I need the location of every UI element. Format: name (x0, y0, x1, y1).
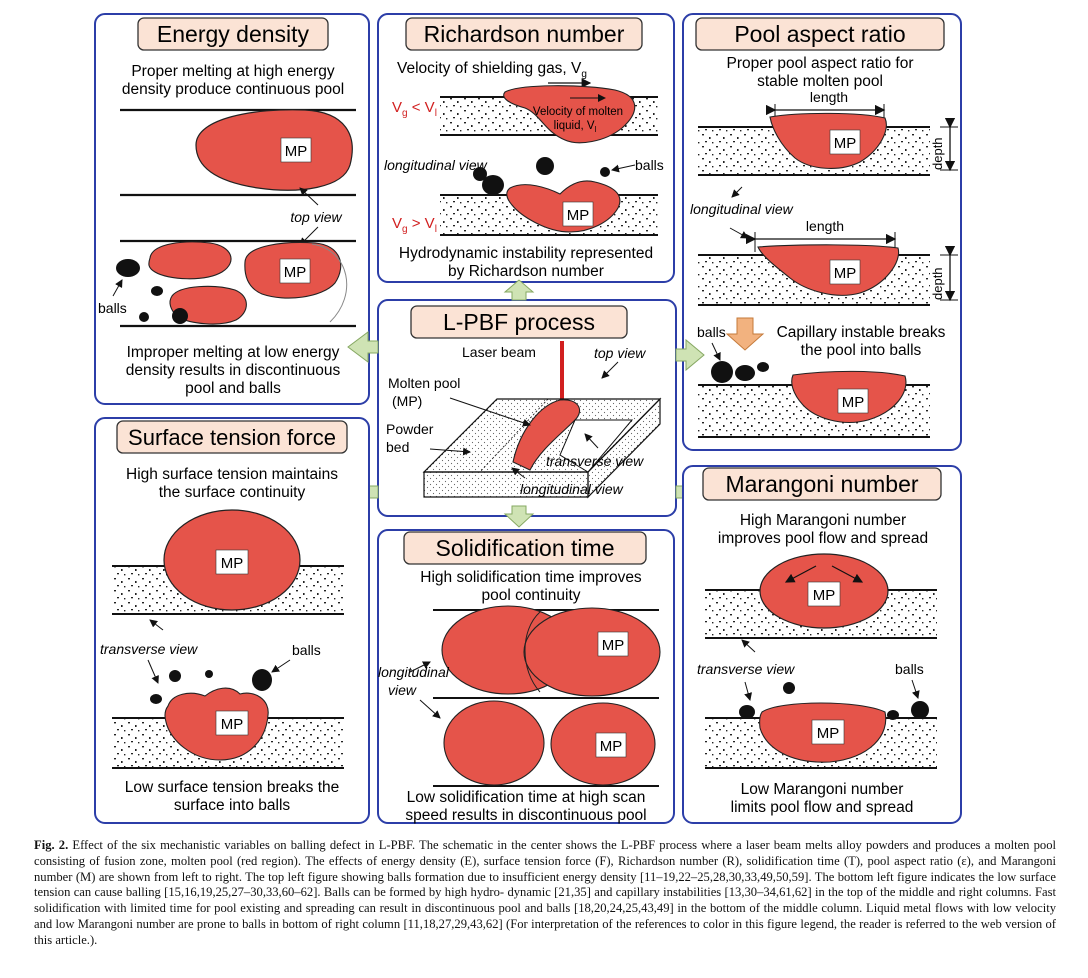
laser-beam (560, 341, 564, 401)
marangoni-balls-label: balls (895, 661, 924, 677)
figure-caption: Fig. 2. Effect of the six mechanistic va… (34, 838, 1056, 949)
panel-solidification-time: Solidification time High solidification … (377, 529, 675, 824)
panel-surface-tension: Surface tension force High surface tensi… (94, 417, 370, 824)
richardson-bottom-text-1: Hydrodynamic instability represented (399, 245, 653, 262)
caption-line-2: produces a molten pool consisting of fus… (34, 838, 1056, 868)
marangoni-mp-label-1: MP (813, 587, 836, 604)
shielding-gas-label: Velocity of shielding gas, Vg (397, 60, 587, 80)
surface-balls-label: balls (292, 642, 321, 658)
aspect-mp-label-1: MP (834, 135, 857, 152)
surface-mp-label-2: MP (221, 716, 244, 733)
solid-bottom-text-2: speed results in discontinuous pool (405, 807, 646, 824)
aspect-capillary-1: Capillary instable breaks (777, 324, 946, 341)
marangoni-top-text-2: improves pool flow and spread (718, 530, 928, 547)
balling-mechanisms-figure: Energy density Proper melting at high en… (94, 13, 962, 824)
energy-balls-label: balls (98, 300, 127, 316)
aspect-longitudinal-label: longitudinal view (690, 201, 794, 217)
solid-top-text-1: High solidification time improves (420, 569, 642, 586)
aspect-length-label-1: length (810, 89, 848, 105)
caption-line-4: [11–19,22–25,28,30,33,49,50,59]. The bot… (34, 869, 1056, 900)
caption-line-1: Effect of the six mechanistic variables … (72, 838, 931, 852)
solid-longitudinal-label-2: view (388, 682, 417, 698)
molten-liquid-velocity-1: Velocity of molten (533, 106, 623, 118)
richardson-balls-label: balls (635, 157, 664, 173)
surface-bottom-text-1: Low surface tension breaks the (125, 779, 340, 796)
richardson-cond-1: Vg < Vl (392, 99, 437, 119)
caption-label: Fig. 2. (34, 838, 69, 852)
energy-top-text-2: density produce continuous pool (122, 81, 344, 98)
aspect-balls-label: balls (697, 324, 726, 340)
panel-marangoni-number: Marangoni number High Marangoni number i… (682, 465, 962, 824)
caption-line-3: time (T), pool aspect ratio (ε), and Mar… (34, 853, 1057, 884)
solid-longitudinal-label-1: longitudinal (378, 664, 450, 680)
aspect-depth-label-2: depth (930, 267, 945, 300)
richardson-mp-label: MP (567, 207, 590, 224)
molten-pool-label-2: (MP) (392, 393, 422, 409)
aspect-title: Pool aspect ratio (734, 21, 905, 47)
energy-top-view-label: top view (290, 209, 342, 225)
richardson-title: Richardson number (424, 21, 625, 47)
solid-top-text-2: pool continuity (481, 587, 580, 604)
richardson-bottom-text-2: by Richardson number (448, 263, 604, 280)
energy-top-text-1: Proper melting at high energy (131, 63, 335, 80)
lpbf-longitudinal-label: longitudinal view (520, 481, 624, 497)
powder-bed-label-1: Powder (386, 421, 434, 437)
energy-title: Energy density (157, 21, 310, 47)
molten-liquid-velocity-2: liquid, Vl (554, 120, 597, 134)
aspect-mp-label-2: MP (834, 265, 857, 282)
powder-bed-label-2: bed (386, 439, 409, 455)
solid-mp-label-2: MP (600, 738, 623, 755)
surface-top-text-2: the surface continuity (159, 484, 306, 501)
energy-bottom-text-1: Improper melting at low energy (127, 344, 340, 361)
aspect-capillary-2: the pool into balls (801, 342, 922, 359)
marangoni-title: Marangoni number (725, 471, 918, 497)
surface-transverse-label: transverse view (100, 641, 198, 657)
marangoni-transverse-label: transverse view (697, 661, 795, 677)
aspect-depth-label-1: depth (930, 137, 945, 170)
caption-line-5: dynamic [21,35] and capillary instabilit… (34, 885, 1056, 916)
panel-energy-density: Energy density Proper melting at high en… (94, 13, 370, 405)
surface-title: Surface tension force (128, 425, 336, 450)
molten-pool-label-1: Molten pool (388, 375, 460, 391)
energy-bottom-text-2: density results in discontinuous (126, 362, 341, 379)
richardson-cond-2: Vg > Vl (392, 215, 437, 235)
marangoni-bottom-text-2: limits pool flow and spread (731, 799, 914, 816)
richardson-longitudinal-label: longitudinal view (384, 157, 488, 173)
aspect-length-label-2: length (806, 218, 844, 234)
caption-line-6: can result in discontinuous pool and bal… (34, 901, 1056, 931)
energy-mp-label-2: MP (284, 264, 307, 281)
aspect-top-text-2: stable molten pool (757, 73, 883, 90)
panel-lpbf-process: L-PBF process Laser beam top view Molten… (377, 299, 677, 517)
surface-bottom-text-2: surface into balls (174, 797, 291, 814)
surface-top-text-1: High surface tension maintains (126, 466, 338, 483)
aspect-top-text-1: Proper pool aspect ratio for (727, 55, 914, 72)
laser-beam-label: Laser beam (462, 344, 536, 360)
marangoni-bottom-text-1: Low Marangoni number (741, 781, 904, 798)
marangoni-mp-label-2: MP (817, 725, 840, 742)
lpbf-transverse-label: transverse view (546, 453, 644, 469)
surface-mp-label-1: MP (221, 555, 244, 572)
lpbf-title: L-PBF process (443, 309, 595, 335)
lpbf-top-view-label: top view (594, 345, 646, 361)
caption-line-8: this article.). (34, 932, 98, 947)
solid-title: Solidification time (436, 535, 615, 561)
marangoni-top-text-1: High Marangoni number (740, 512, 906, 529)
solid-mp-label-1: MP (602, 637, 625, 654)
panel-pool-aspect-ratio: Pool aspect ratio Proper pool aspect rat… (682, 13, 962, 451)
panel-richardson-number: Richardson number Velocity of shielding … (377, 13, 675, 283)
energy-bottom-text-3: pool and balls (185, 380, 281, 397)
aspect-mp-label-3: MP (842, 394, 865, 411)
solid-bottom-text-1: Low solidification time at high scan (407, 789, 646, 806)
energy-mp-label-1: MP (285, 143, 308, 160)
caption-line-7: prone to balls in bottom of right column… (196, 916, 1056, 931)
